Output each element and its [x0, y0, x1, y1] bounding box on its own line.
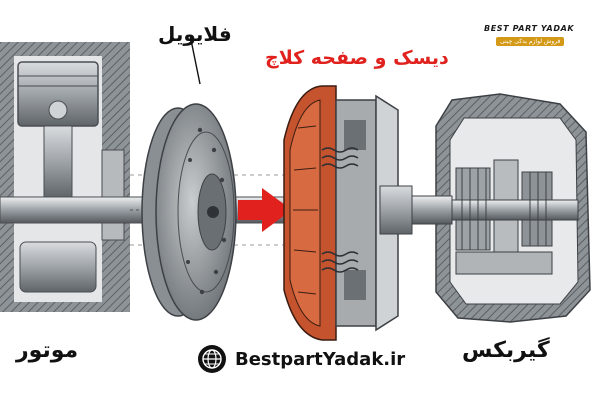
website-link[interactable]: BestpartYadak.ir: [197, 342, 405, 376]
brand-logo: BEST PART YADAK فروش لوازم یدکی چینی: [484, 24, 594, 54]
flywheel-pointer: [189, 34, 201, 85]
engine-label: موتور: [16, 338, 79, 363]
website-text: BestpartYadak.ir: [235, 348, 406, 370]
clutch-assembly: [283, 85, 413, 341]
gearbox-label: گیربکس: [462, 338, 550, 363]
flywheel-label: فلایویل: [158, 22, 232, 46]
flywheel: [141, 103, 237, 321]
engine-block: [0, 42, 130, 312]
gearbox: [411, 93, 591, 323]
clutch-label: دیسک و صفحه کلاچ: [265, 47, 449, 69]
globe-icon: [198, 345, 226, 373]
brand-name: BEST PART YADAK: [484, 24, 575, 33]
brand-tagline: فروش لوازم یدکی چینی: [496, 37, 565, 46]
arrow-right-icon: [238, 188, 292, 232]
